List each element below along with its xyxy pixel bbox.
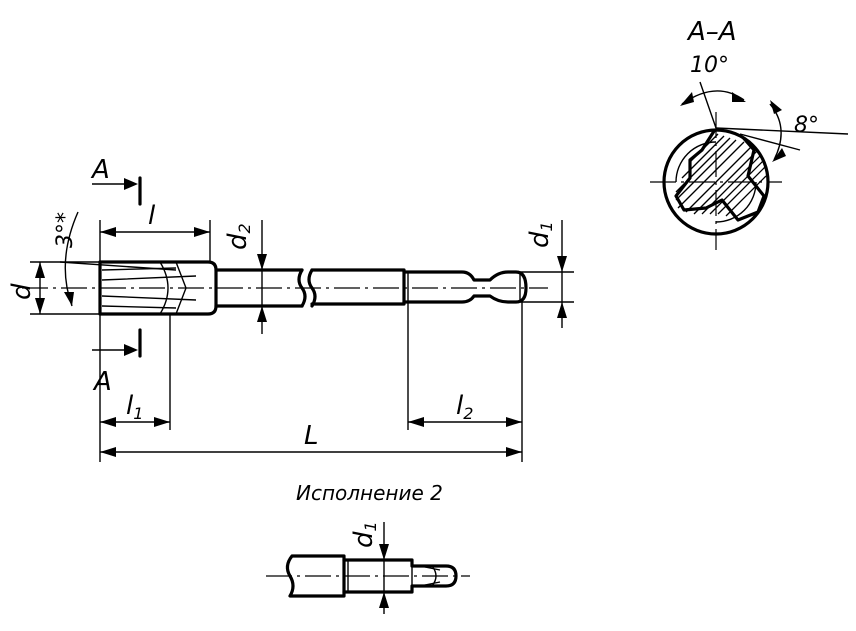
angle-left-label: 3°* [53, 212, 78, 248]
section-title: A–A [686, 17, 737, 47]
angle-right-arrow-top [770, 100, 782, 114]
dim-d2-label: d2 [223, 223, 254, 250]
variant-dim-d1-label: d1 [349, 521, 380, 548]
section-hatching [675, 133, 767, 217]
dim-L-label: L [304, 421, 319, 451]
break-left [297, 268, 307, 308]
variant-2-view: Исполнение 2 d1 [266, 481, 470, 614]
angle-top-label: 10° [690, 53, 729, 78]
variant-shank-outline [285, 554, 346, 598]
dim-l2-label: l2 [456, 391, 473, 423]
variant-caption: Исполнение 2 [296, 481, 443, 505]
angle-top-arrow-left [680, 92, 694, 106]
section-reference-line [715, 127, 849, 135]
shank-body [310, 268, 406, 306]
section-cutting-body [674, 130, 766, 222]
section-marker-bottom-label: A [92, 367, 112, 397]
variant-end-outline [342, 558, 458, 594]
main-view: A A 3°* l d d2 [7, 155, 574, 462]
dim-l-label: l [148, 201, 156, 231]
dim-l1-label: l1 [126, 391, 143, 423]
angle-top-arrow-right [732, 92, 746, 102]
dim-d-label: d [7, 283, 37, 300]
cutting-part-flutes [101, 261, 197, 315]
section-marker-top-label: A [90, 155, 110, 185]
dim-d1-label: d1 [525, 221, 556, 248]
shank-end [402, 270, 528, 304]
break-right [307, 268, 317, 308]
section-view: A–A 10° 8° [650, 17, 849, 250]
angle-right-arrow-bottom [772, 148, 786, 162]
angle-right-label: 8° [794, 113, 819, 138]
